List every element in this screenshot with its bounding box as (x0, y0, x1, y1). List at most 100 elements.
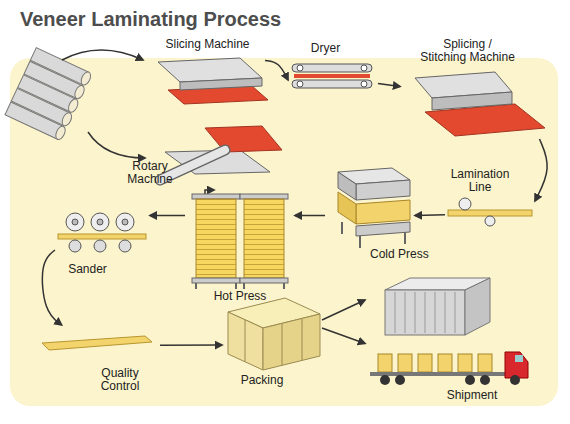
feed-arrow (62, 50, 143, 60)
dryer-belt (292, 80, 372, 88)
background-panel (10, 58, 558, 406)
log (5, 102, 63, 139)
glue-roller (459, 198, 471, 210)
dryer-belt (292, 64, 372, 72)
panel-board (58, 234, 146, 239)
flow-arrow (378, 84, 400, 87)
container-rib (445, 292, 446, 333)
feed-roller (119, 240, 131, 252)
sanding-drum (91, 213, 109, 231)
crate (478, 354, 492, 372)
press-front (356, 180, 410, 200)
sanding-drum (66, 213, 84, 231)
flow-arrow (42, 250, 61, 325)
crate (458, 354, 472, 372)
press-leg (359, 236, 361, 248)
log-end (60, 111, 73, 127)
flow-arrow (150, 215, 185, 217)
stage-label: Hot Press (185, 290, 295, 303)
process-stage: Hot Press (185, 192, 295, 304)
log-end (79, 70, 92, 86)
dryer-roller (297, 65, 303, 71)
process-stage: Shipment (365, 272, 550, 402)
stage-label: Rotary Machine (115, 160, 185, 186)
container-rib (455, 292, 456, 333)
stage-label: Shipment (432, 389, 512, 402)
dryer-roller (361, 81, 367, 87)
panel-stack (356, 200, 410, 224)
feed-roller (94, 240, 106, 252)
dryer-roller (297, 81, 303, 87)
press-plate (240, 194, 288, 199)
container-front (385, 290, 465, 335)
stage-label: Dryer (288, 42, 363, 55)
press-plate (240, 278, 288, 283)
panel-board (42, 336, 152, 350)
dryer-roller (361, 65, 367, 71)
diagram-title: Veneer Laminating Process (20, 8, 281, 31)
wheel (395, 375, 405, 385)
container-rib (405, 292, 406, 333)
container-rib (415, 292, 416, 333)
stage-label: Quality Control (90, 367, 150, 393)
container-rib (425, 292, 426, 333)
drum-hub (97, 219, 103, 225)
process-stage: Packing (222, 290, 322, 390)
log-pile (5, 48, 92, 141)
glue-roller (485, 216, 495, 226)
container-side (465, 278, 490, 335)
stage-label: Cold Press (370, 248, 440, 261)
panel-stack (196, 199, 236, 278)
crate (438, 354, 452, 372)
feed-roller (69, 240, 81, 252)
panel-stack (338, 192, 356, 224)
bundle-strap (282, 324, 283, 365)
press-leg (195, 283, 197, 289)
stage-label: Packing (222, 374, 302, 387)
process-stage: Rotary Machine (115, 110, 285, 192)
bundle-strap (302, 319, 303, 360)
truck-cab (505, 352, 528, 378)
drum-hub (122, 219, 128, 225)
press-leg (283, 283, 285, 289)
stage-label: Sander (55, 263, 120, 276)
log-end (54, 125, 67, 141)
wheel (480, 375, 490, 385)
stage-label: Splicing / Stitching Machine (420, 38, 515, 64)
cab-window (515, 355, 523, 362)
flow-arrow (322, 300, 365, 320)
wheel (380, 375, 390, 385)
flow-arrow (535, 139, 547, 201)
stage-label: Slicing Machine (150, 38, 265, 51)
stage-label: Lamination Line (445, 168, 515, 194)
flow-arrow (295, 215, 325, 217)
process-stage: Dryer (288, 38, 378, 108)
container-rib (435, 292, 436, 333)
wheel (510, 375, 520, 385)
panel-stack (244, 199, 284, 278)
process-stage: Quality Control (40, 325, 160, 403)
log-end (73, 84, 86, 100)
wheel (465, 375, 475, 385)
crate (418, 354, 432, 372)
process-stage: Sander (55, 205, 150, 280)
panel-board (448, 210, 532, 216)
slicer-front (180, 78, 262, 90)
crate (398, 354, 412, 372)
process-stage: Cold Press (325, 168, 415, 263)
sanding-drum (116, 213, 134, 231)
press-leg (341, 222, 343, 234)
flow-arrow (265, 61, 288, 81)
veneer-sheet (294, 74, 370, 78)
bundle-front (228, 312, 263, 370)
flow-arrow (322, 328, 365, 344)
bundle-side (263, 314, 320, 370)
flow-arrow (415, 214, 445, 216)
press-leg (404, 232, 406, 244)
press-plate (192, 194, 240, 199)
press-plate (192, 278, 240, 283)
press-base (356, 222, 410, 236)
